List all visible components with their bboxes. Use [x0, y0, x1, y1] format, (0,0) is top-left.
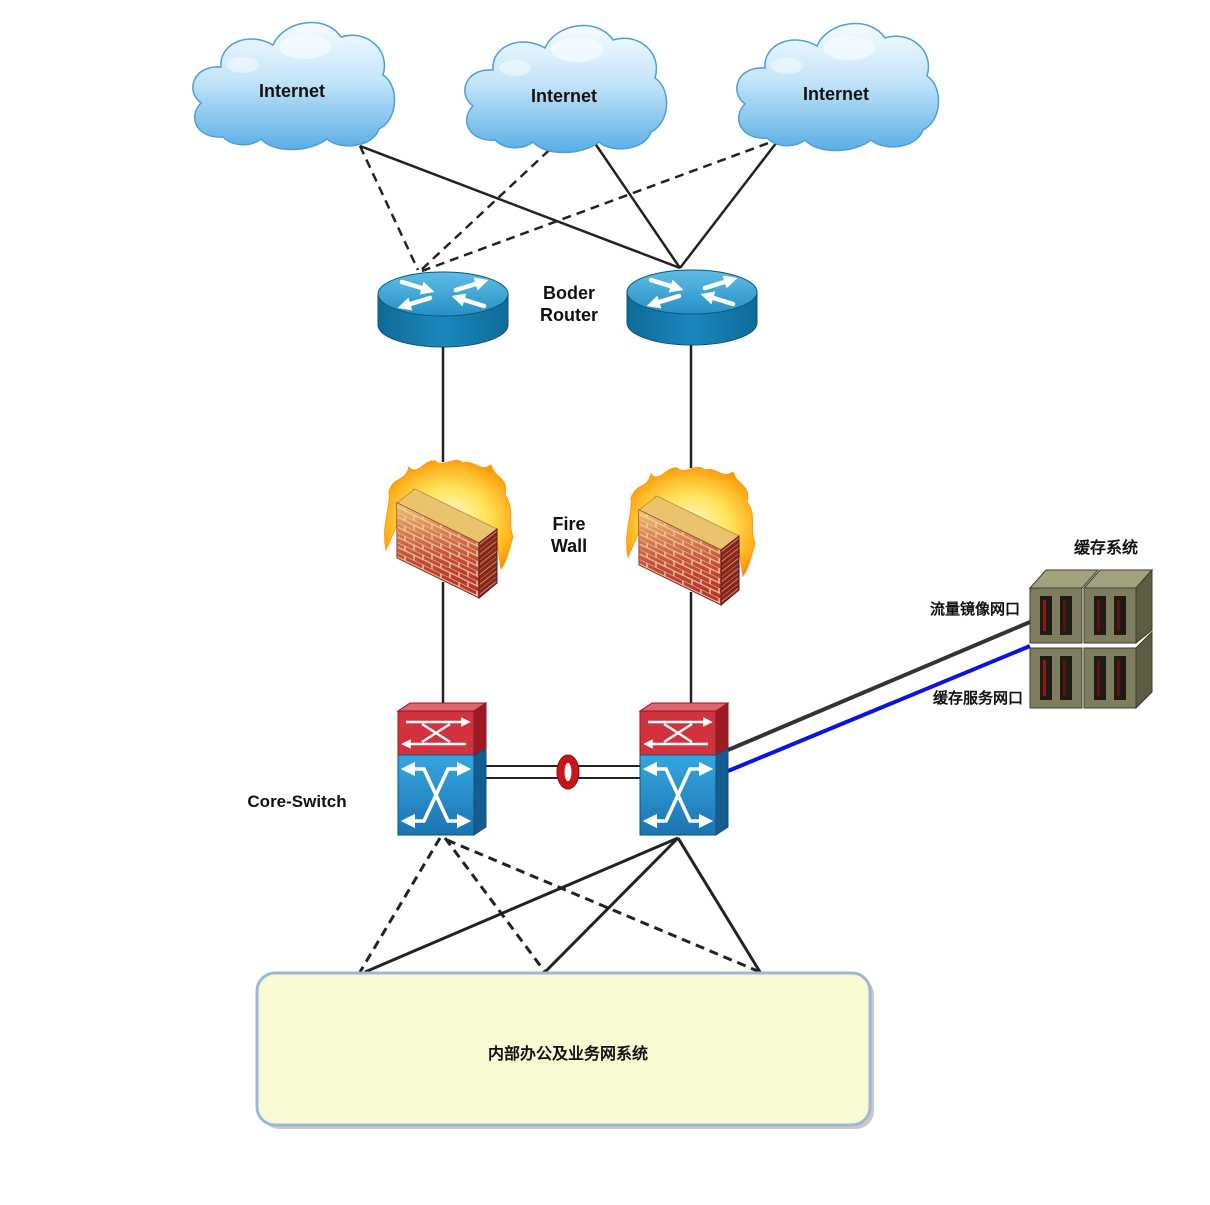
- border-router-2[interactable]: [627, 270, 757, 345]
- link-solid-switch2-office-b: [543, 836, 680, 974]
- service-port-link: [727, 644, 1031, 773]
- vertical-links: [441, 345, 693, 704]
- link-solid-switch2-office-a: [364, 836, 679, 974]
- link-solid-cloud3-router2: [679, 137, 781, 269]
- switch-office-links: [358, 836, 762, 974]
- office-network-box[interactable]: [255, 971, 872, 1127]
- firewall-1[interactable]: [384, 459, 514, 599]
- link-dashed-switch1-office-a: [358, 837, 442, 973]
- link-dashed-switch1-office-c: [446, 838, 761, 974]
- core-switch-2[interactable]: [640, 703, 728, 835]
- internet-router-links: [358, 135, 783, 273]
- cache-unit-front: [1029, 587, 1083, 644]
- cache-unit-front: [1083, 587, 1137, 644]
- internet-cloud-3: Internet: [736, 22, 940, 152]
- inter-switch-link: [486, 754, 640, 790]
- cloud-label: Internet: [803, 84, 869, 104]
- mirror-port-label: 流量镜像网口: [930, 600, 1020, 618]
- link-solid-switch2-office-c: [676, 837, 762, 973]
- firewall-2[interactable]: [626, 466, 756, 606]
- cloud-label: Internet: [259, 81, 325, 101]
- firewall-label-line1: Fire: [552, 514, 585, 534]
- router-label-line2: Router: [540, 305, 598, 325]
- office-network-label: 内部办公及业务网系统: [488, 1044, 648, 1063]
- border-router-1[interactable]: [378, 272, 508, 347]
- service-port-label: 缓存服务网口: [933, 689, 1023, 707]
- mirror-port-link: [727, 620, 1031, 752]
- link-solid-cloud1-router2: [359, 144, 681, 270]
- cloud-label: Internet: [531, 86, 597, 106]
- link-dashed-cloud1-router1: [358, 145, 420, 271]
- firewall-label-line2: Wall: [551, 536, 587, 556]
- router-label-line1: Boder: [543, 283, 595, 303]
- cache-server-icon[interactable]: [1028, 568, 1154, 710]
- link-aggregation-icon-center: [564, 763, 572, 781]
- cache-unit-front: [1029, 647, 1083, 709]
- internet-cloud-2: Internet: [464, 24, 668, 154]
- link-dashed-switch1-office-b: [443, 837, 547, 973]
- cache-side-lower: [1135, 630, 1153, 710]
- link-dashed-cloud2-router1: [419, 139, 561, 272]
- core-switch-label: Core-Switch: [247, 792, 346, 811]
- core-switch-1[interactable]: [398, 703, 486, 835]
- cache-unit-front: [1083, 647, 1137, 709]
- cache-system-label: 缓存系统: [1073, 538, 1138, 557]
- cache-slots: [1040, 596, 1126, 700]
- internet-cloud-1: Internet: [192, 21, 396, 151]
- link-dashed-cloud3-router1: [421, 136, 783, 273]
- link-solid-cloud2-router2: [588, 135, 682, 269]
